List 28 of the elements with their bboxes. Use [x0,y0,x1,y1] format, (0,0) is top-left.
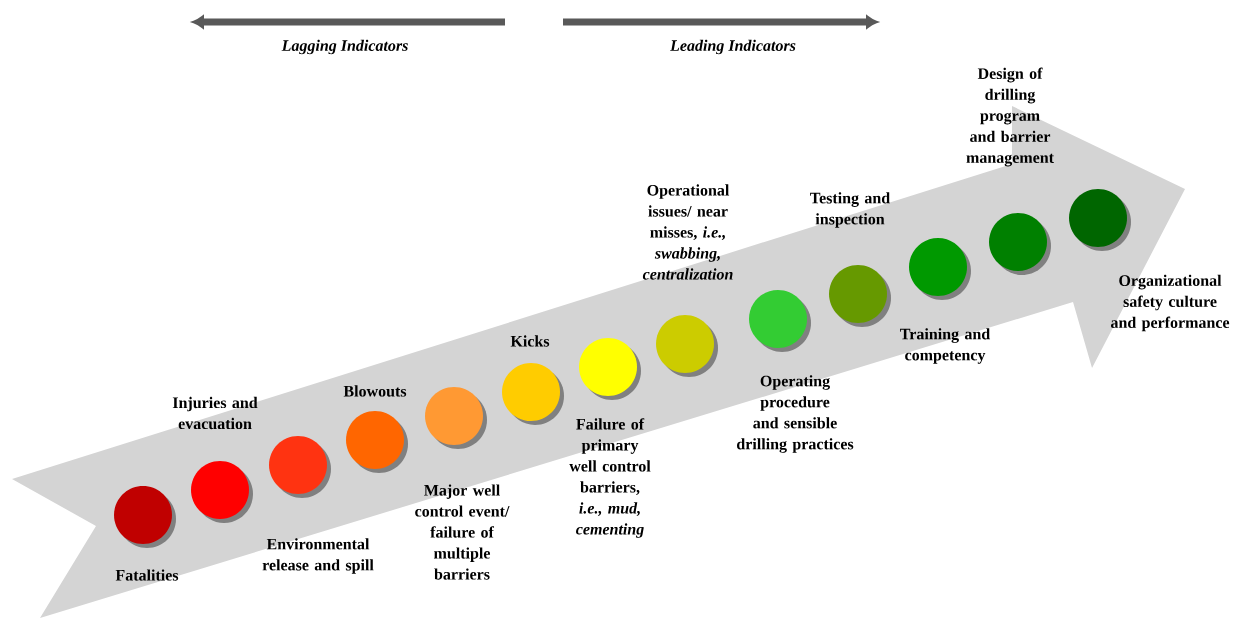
circle-marker [425,387,487,449]
caption: Testing and inspection [810,192,890,228]
circle-marker [656,315,718,377]
circle-marker [114,486,176,548]
caption: Injuries and evacuation [172,396,258,430]
circle-marker [909,238,971,300]
caption: Kicks [510,335,550,347]
circle-marker [829,265,891,327]
caption: Fatalities [115,569,179,581]
caption: Operating procedure and sensible drilling practices [737,375,854,453]
caption: Failure of primary well control barriers, i.e., mud, cementing [569,418,651,538]
circle-marker [191,461,253,523]
caption: Blowouts [343,385,407,397]
circle-marker [989,213,1051,275]
circle-marker [749,290,811,352]
circle-marker [1069,189,1131,251]
caption: Major well control event/ failure of multiple barriers [415,484,510,580]
caption: Organizational safety culture and performance [1111,274,1230,332]
caption: Environmental release and spill [262,538,374,574]
circle-marker [269,436,331,498]
caption: Training and competency [900,328,991,364]
indicator-label: Lagging Indicators [281,39,408,55]
indicator-label: Leading Indicators [670,39,796,55]
caption: Operational issues/ near misses, i.e., swabbing, centralization [642,184,733,280]
circle-marker [502,363,564,425]
caption: Design of drilling program and barrier management [966,67,1054,167]
circle-marker [346,411,408,473]
circle-marker [579,338,641,400]
